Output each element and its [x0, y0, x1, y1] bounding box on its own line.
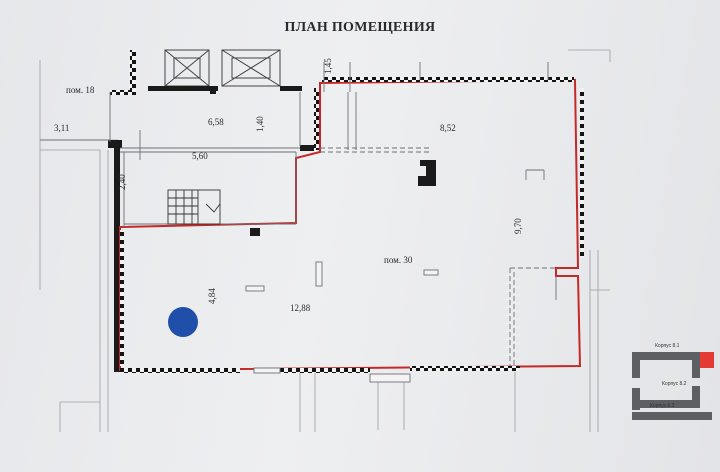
dimension-label: 8,52 [440, 123, 456, 133]
room-label-30: пом. 30 [384, 255, 413, 265]
room-label-18: пом. 18 [66, 85, 95, 95]
dimension-label: 9,70 [513, 218, 523, 234]
location-dot-icon[interactable] [168, 307, 198, 337]
dimension-label: 3,11 [54, 123, 70, 133]
plan-title: ПЛАН ПОМЕЩЕНИЯ [284, 20, 436, 35]
key-map [632, 352, 714, 420]
key-map-label: Корпус 8.2 [662, 381, 687, 387]
dimension-label: 4,84 [207, 288, 217, 304]
dimension-label: 1,40 [255, 116, 265, 132]
interior-lines [40, 62, 557, 383]
dimension-label: 2,40 [117, 174, 127, 190]
dimension-label: 12,88 [290, 303, 311, 313]
dimension-label: 6,58 [208, 117, 224, 127]
vent-shafts [164, 49, 281, 87]
structural-walls [108, 50, 436, 372]
dimension-label: 1,45 [323, 58, 333, 74]
key-map-label: Корпус 8.1 [655, 343, 680, 349]
key-map-label: Корпус 8.3 [650, 403, 675, 409]
outer-frame [39, 49, 611, 432]
staircase [167, 189, 221, 225]
dimension-label: 5,60 [192, 151, 208, 161]
